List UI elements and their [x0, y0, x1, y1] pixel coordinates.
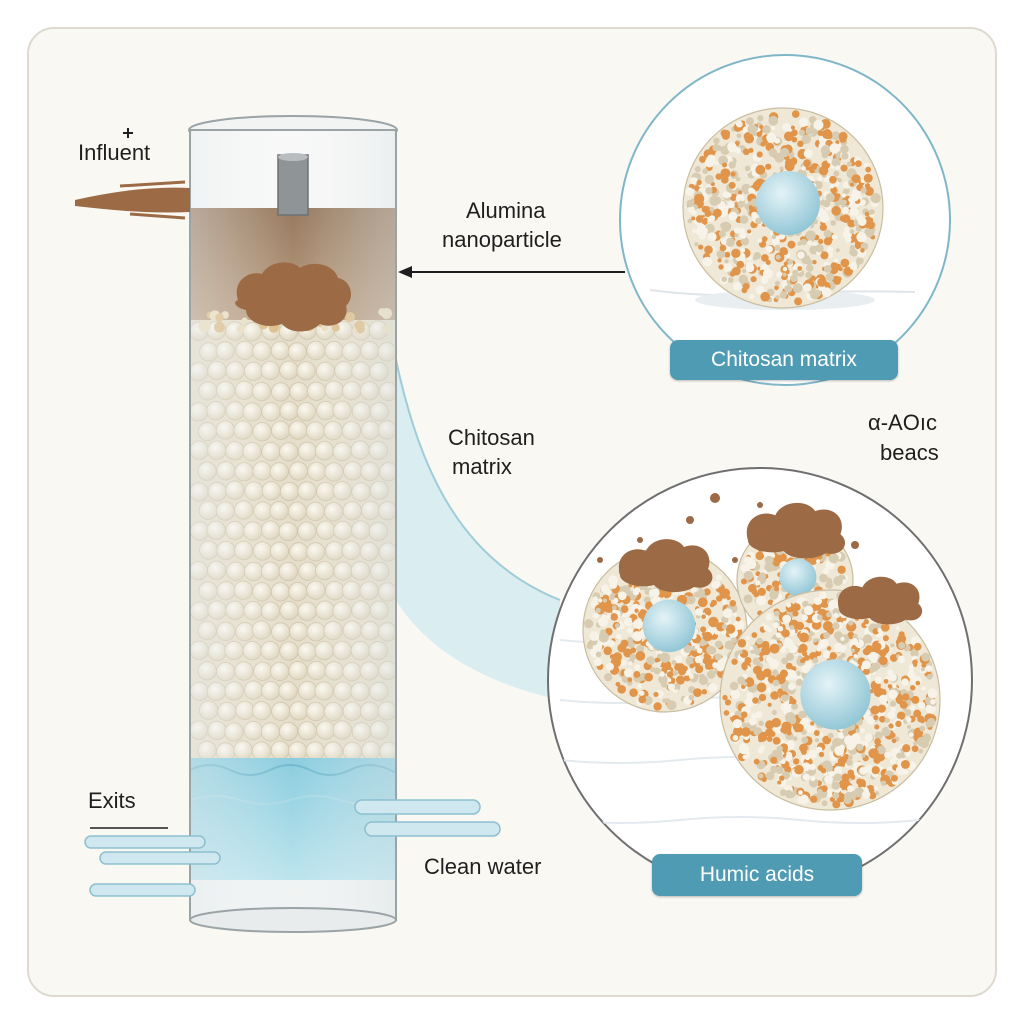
- flow-band: [396, 360, 560, 700]
- adsorbed-beads: [582, 493, 941, 811]
- clean-water-exit-flow: [84, 799, 501, 897]
- alumina-label-line1: Alumina: [466, 198, 546, 223]
- filter-column: [188, 115, 398, 933]
- humic-acid-deposit: [235, 262, 352, 332]
- top-magnified-view: [619, 54, 951, 386]
- clean-water-label: Clean water: [424, 854, 541, 879]
- composite-bead: [682, 107, 884, 309]
- pointer-arrow: [398, 266, 625, 278]
- beads-label-line2: beacs: [880, 440, 939, 465]
- humic-acids-badge: Humic acids: [652, 854, 862, 896]
- exits-label: Exits: [88, 788, 136, 813]
- chitosan-label-line1: Chitosan: [448, 425, 535, 450]
- inlet-pipe-fitting: [277, 154, 309, 216]
- beads-label-line1: α-AOıc: [868, 410, 937, 435]
- alumina-label-line2: nanoparticle: [442, 227, 562, 252]
- bottom-magnified-view: [547, 467, 973, 893]
- influent-flow-arrow: [75, 187, 190, 213]
- influent-label: Influent: [78, 140, 150, 165]
- chitosan-matrix-badge: Chitosan matrix: [670, 340, 898, 380]
- chitosan-label-line2: matrix: [452, 454, 512, 479]
